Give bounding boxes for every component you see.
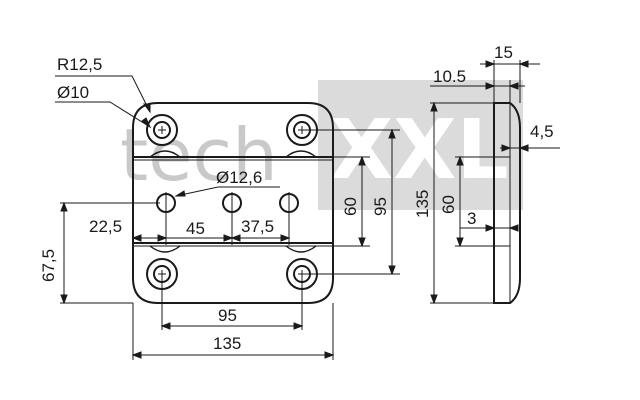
hinge-tab-bottom-right [285,245,317,253]
label-gap-3: 3 [467,209,476,228]
watermark-suffix: XXL [330,103,509,198]
label-height-95: 95 [371,197,390,216]
label-thickness-10: 10.5 [433,67,466,86]
plate-outline [132,102,334,304]
label-side-height-135: 135 [413,190,432,218]
hinge-tab-bottom-left [149,245,181,253]
hole-top-left [146,114,178,146]
front-plate [132,102,334,304]
label-spacing-37: 37,5 [241,217,274,236]
side-dimension-lines [430,60,560,305]
label-offset-left: 22,5 [89,217,122,236]
label-hole-dia-small: Ø10 [57,83,89,102]
label-side-height-60: 60 [439,195,458,214]
label-height-60: 60 [341,197,360,216]
dimension-lines [55,75,396,359]
label-width-135: 135 [213,334,241,353]
label-hole-dia-mid: Ø12,6 [216,168,262,187]
side-outline [493,102,521,304]
label-thickness-15: 15 [494,43,513,62]
hinge-tab-top-right [285,150,317,158]
label-corner-radius: R12,5 [57,55,102,74]
label-width-95: 95 [218,306,237,325]
center-lines [60,129,400,360]
label-spacing-45: 45 [186,219,205,238]
hinge-tab-top-left [149,150,181,158]
dimension-labels: R12,5 Ø10 Ø12,6 22,5 45 37,5 67,5 60 95 … [39,43,554,353]
label-height-67: 67,5 [39,249,58,282]
side-view [493,102,521,304]
watermark-block [318,80,523,210]
watermark: tech XXL [120,80,523,210]
label-thickness-4: 4,5 [530,122,554,141]
